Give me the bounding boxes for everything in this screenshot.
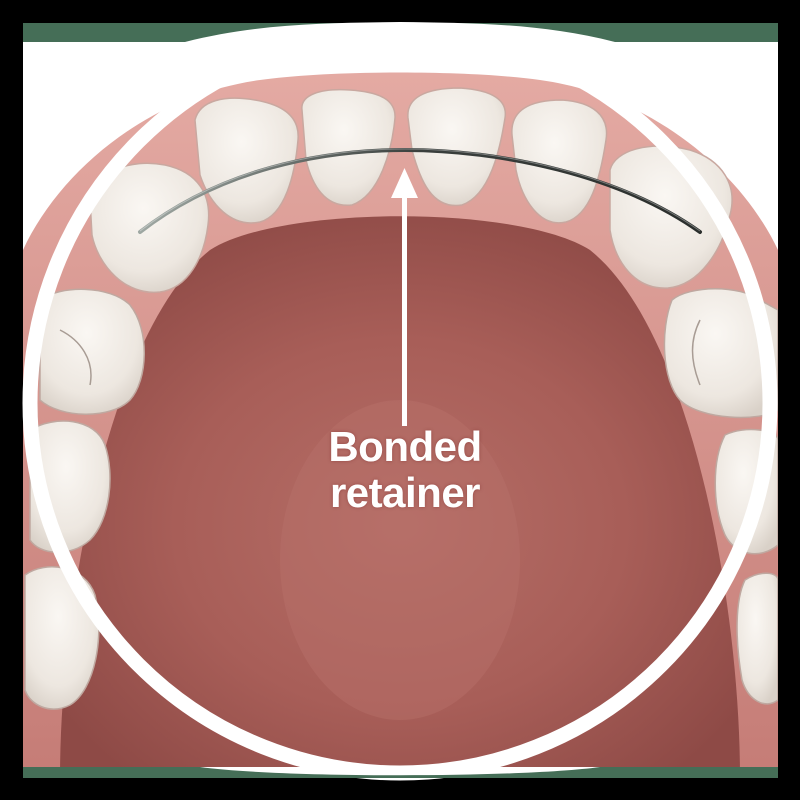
- retainer-wire: [138, 147, 702, 234]
- arrow-up-icon: [391, 168, 418, 426]
- annotation-label: Bonded retainer: [300, 424, 510, 516]
- label-line-2: retainer: [329, 469, 481, 516]
- teeth-front: [89, 87, 733, 293]
- label-line-1: Bonded: [328, 423, 482, 470]
